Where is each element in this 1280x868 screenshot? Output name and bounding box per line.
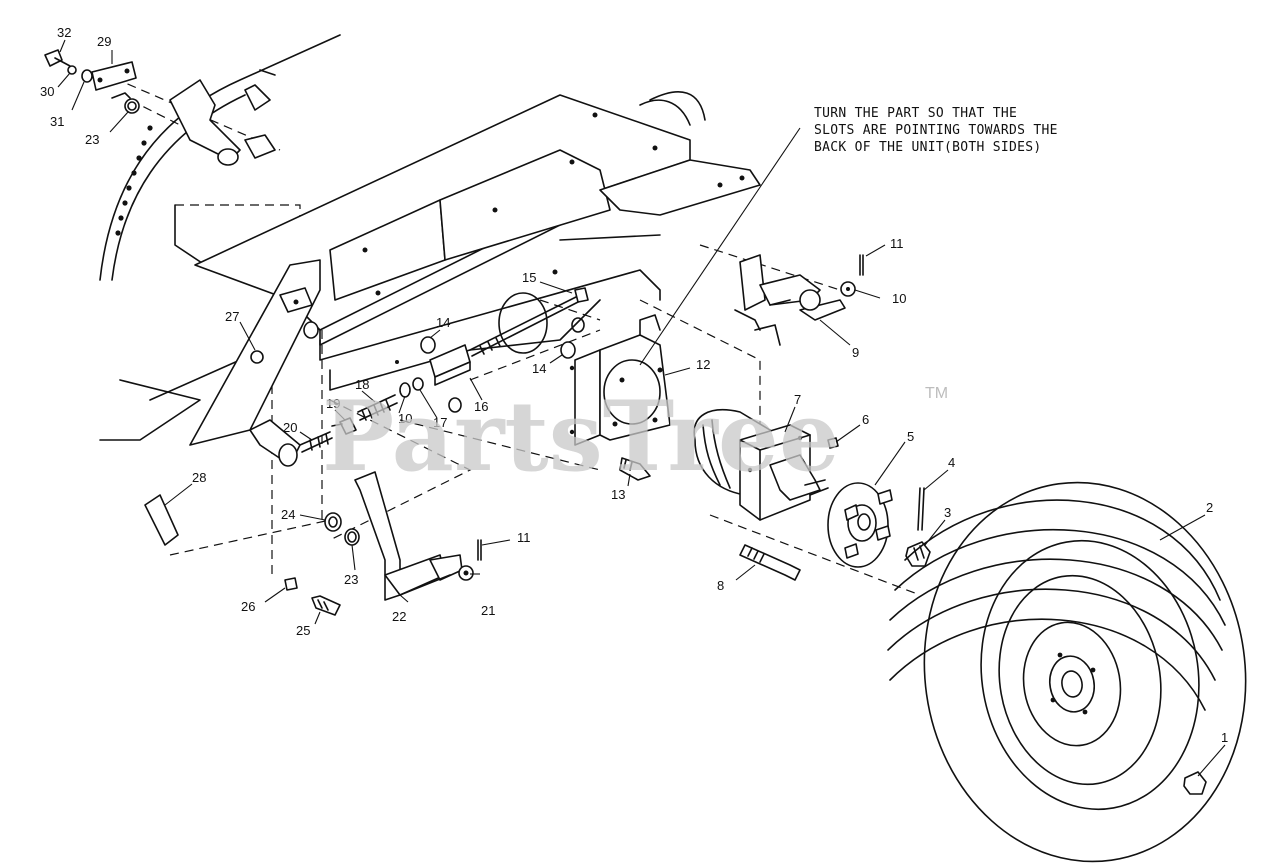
callout-21: 21 bbox=[481, 603, 495, 618]
fender-bracket bbox=[169, 69, 276, 166]
small-parts-29-32 bbox=[44, 49, 140, 114]
callout-25: 25 bbox=[296, 623, 310, 638]
callout-labels: 1 2 3 4 5 6 7 8 9 10 10 11 11 12 13 14 1… bbox=[40, 25, 1228, 745]
callout-3: 3 bbox=[944, 505, 951, 520]
nut-14b bbox=[560, 341, 576, 359]
callout-16: 16 bbox=[474, 399, 488, 414]
cotter-pin-11-lower bbox=[477, 539, 482, 561]
callout-31: 31 bbox=[50, 114, 64, 129]
pedal-rod-20 bbox=[249, 419, 333, 467]
callout-9: 9 bbox=[852, 345, 859, 360]
bushings-23-24 bbox=[324, 512, 360, 546]
bolt-19 bbox=[331, 417, 357, 435]
nut-26-bolt-25 bbox=[284, 577, 341, 616]
callout-14-lower: 14 bbox=[532, 361, 546, 376]
callout-15: 15 bbox=[522, 270, 536, 285]
nut-27 bbox=[250, 350, 264, 364]
fender-holes bbox=[115, 125, 153, 236]
brake-arm-9 bbox=[734, 254, 846, 346]
callout-17: 17 bbox=[433, 415, 447, 430]
callout-32: 32 bbox=[57, 25, 71, 40]
callout-28: 28 bbox=[192, 470, 206, 485]
bolt-8 bbox=[739, 544, 801, 581]
callout-8: 8 bbox=[717, 578, 724, 593]
nut-3 bbox=[905, 541, 931, 567]
callout-30: 30 bbox=[40, 84, 54, 99]
callout-10-left: 10 bbox=[398, 411, 412, 426]
callout-12: 12 bbox=[696, 357, 710, 372]
rod-15 bbox=[469, 287, 589, 357]
pedal-arm-22 bbox=[354, 471, 463, 601]
key-6 bbox=[827, 437, 839, 449]
block-16 bbox=[429, 344, 471, 386]
callout-13: 13 bbox=[611, 487, 625, 502]
pin-4 bbox=[917, 487, 925, 531]
callout-14-upper: 14 bbox=[436, 315, 450, 330]
callout-20: 20 bbox=[283, 420, 297, 435]
transaxle-7 bbox=[693, 409, 829, 521]
callout-19: 19 bbox=[326, 396, 340, 411]
bolt-13 bbox=[619, 457, 651, 481]
callout-23-upper: 23 bbox=[85, 132, 99, 147]
tire-2 bbox=[887, 481, 1247, 863]
nut-14a bbox=[420, 336, 436, 354]
watermark: PartsTree TM bbox=[322, 380, 948, 493]
note-line-2: SLOTS ARE POINTING TOWARDS THE bbox=[814, 123, 1058, 138]
note-line-1: TURN THE PART SO THAT THE bbox=[814, 106, 1017, 121]
callout-23-lower: 23 bbox=[344, 572, 358, 587]
callout-5: 5 bbox=[907, 429, 914, 444]
callout-4: 4 bbox=[948, 455, 955, 470]
fender bbox=[99, 34, 341, 441]
washer-21 bbox=[458, 565, 474, 581]
cotter-pin-11-upper bbox=[859, 254, 864, 276]
callout-2: 2 bbox=[1206, 500, 1213, 515]
callout-24: 24 bbox=[281, 507, 295, 522]
callout-11-upper: 11 bbox=[890, 236, 904, 251]
spring-18 bbox=[357, 394, 398, 421]
callout-7: 7 bbox=[794, 392, 801, 407]
bracket-12 bbox=[569, 314, 671, 446]
note-line-3: BACK OF THE UNIT(BOTH SIDES) bbox=[814, 140, 1042, 155]
hub-5 bbox=[827, 482, 893, 568]
callout-6: 6 bbox=[862, 412, 869, 427]
leader-lines bbox=[57, 39, 1226, 777]
callout-18: 18 bbox=[355, 377, 369, 392]
callout-27: 27 bbox=[225, 309, 239, 324]
watermark-tm: TM bbox=[925, 385, 948, 402]
callout-10-right: 10 bbox=[892, 291, 906, 306]
pedal-pad-28 bbox=[144, 494, 179, 546]
callout-26: 26 bbox=[241, 599, 255, 614]
callout-1: 1 bbox=[1221, 730, 1228, 745]
washer-10-right bbox=[840, 281, 856, 297]
watermark-text: PartsTree bbox=[322, 380, 840, 493]
callout-11-lower: 11 bbox=[517, 530, 531, 545]
assembly-note: TURN THE PART SO THAT THE SLOTS ARE POIN… bbox=[814, 106, 1058, 155]
lug-nut-1 bbox=[1183, 771, 1207, 795]
callout-29: 29 bbox=[97, 34, 111, 49]
callout-22: 22 bbox=[392, 609, 406, 624]
